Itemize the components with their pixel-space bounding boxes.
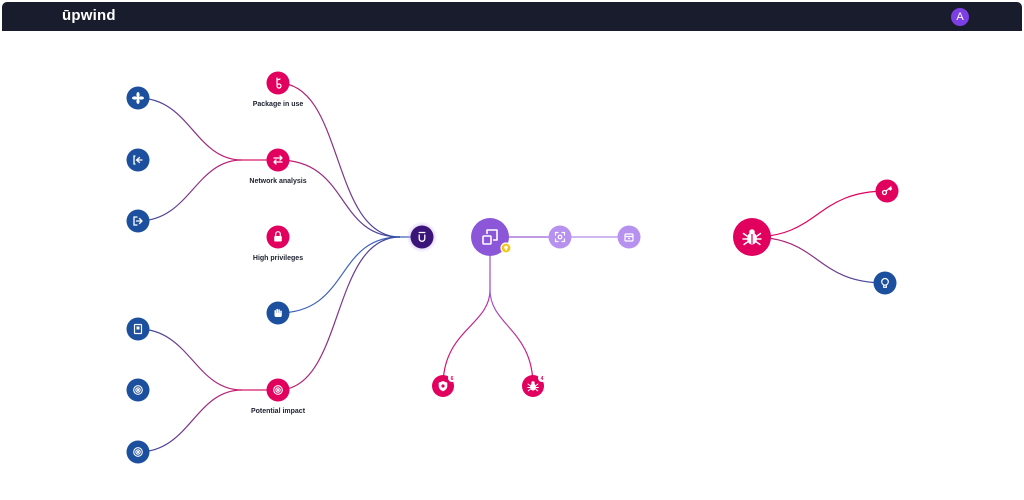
login-icon [133, 155, 143, 165]
node-upwind[interactable] [406, 221, 438, 253]
fan-icon [132, 92, 144, 104]
node-login[interactable] [126, 148, 150, 172]
edge-package-upwind [277, 82, 401, 238]
lock-icon [274, 231, 282, 242]
node-vulnerability[interactable]: 4 [522, 374, 546, 397]
shield-count-badge[interactable]: 6 [448, 374, 456, 382]
node-key[interactable] [875, 179, 899, 203]
label-network: Network analysis [249, 178, 306, 185]
shield-count: 6 [451, 376, 454, 382]
edge-hand-upwind [277, 236, 401, 314]
scan-icon [554, 231, 566, 243]
node-scan[interactable] [548, 225, 572, 249]
arrows-swap-icon [273, 155, 283, 165]
hand-icon [274, 308, 282, 317]
node-resource[interactable] [471, 218, 512, 256]
node-package[interactable] [266, 71, 290, 95]
node-target-2[interactable] [126, 440, 150, 464]
user-avatar[interactable]: A [951, 8, 969, 26]
edge-target2-impact [137, 389, 243, 453]
label-impact: Potential impact [251, 408, 306, 415]
node-network[interactable] [266, 148, 290, 172]
edge-threat-key [751, 190, 888, 238]
label-privileges: High privileges [253, 255, 303, 262]
node-settings[interactable] [126, 86, 150, 110]
edge-document-impact [137, 328, 243, 391]
node-hand[interactable] [266, 301, 290, 325]
vulnerability-count-badge[interactable]: 4 [538, 374, 546, 382]
edge-resource-vuln [489, 289, 534, 387]
container-icon [624, 233, 634, 242]
node-document[interactable] [126, 317, 150, 341]
document-icon [133, 323, 143, 335]
top-bar: ūpwind A [2, 2, 1022, 31]
target-icon [133, 447, 143, 457]
vulnerability-count: 4 [541, 376, 544, 382]
bug-icon [742, 229, 762, 246]
node-logout[interactable] [126, 209, 150, 233]
label-package: Package in use [253, 101, 304, 108]
target-icon [133, 385, 143, 395]
edge-threat-bulb [751, 236, 886, 284]
copy-icon [482, 229, 498, 245]
key-icon [881, 186, 893, 196]
node-target-1[interactable] [126, 378, 150, 402]
shield-icon [438, 381, 448, 392]
lightbulb-icon [881, 277, 889, 288]
edge-logout-network [137, 159, 243, 222]
package-icon [276, 77, 282, 89]
upwind-logo[interactable]: ūpwind [62, 7, 116, 24]
logout-icon [133, 216, 143, 226]
bug-icon [527, 381, 539, 392]
edge-network-upwind [277, 159, 401, 238]
node-privileges[interactable] [266, 225, 290, 249]
node-container[interactable] [617, 225, 641, 249]
edge-resource-shield [442, 237, 491, 387]
node-bulb[interactable] [873, 271, 897, 295]
edge-settings-network [137, 97, 243, 161]
resource-insight-badge[interactable] [500, 242, 512, 254]
node-shield[interactable]: 6 [432, 374, 456, 397]
node-threat[interactable] [733, 218, 771, 256]
edge-impact-upwind [277, 236, 401, 391]
lightbulb-icon [504, 245, 508, 251]
edges [137, 82, 888, 453]
node-impact[interactable] [266, 378, 290, 402]
target-icon [273, 385, 283, 395]
upwind-logo-icon [418, 231, 426, 242]
